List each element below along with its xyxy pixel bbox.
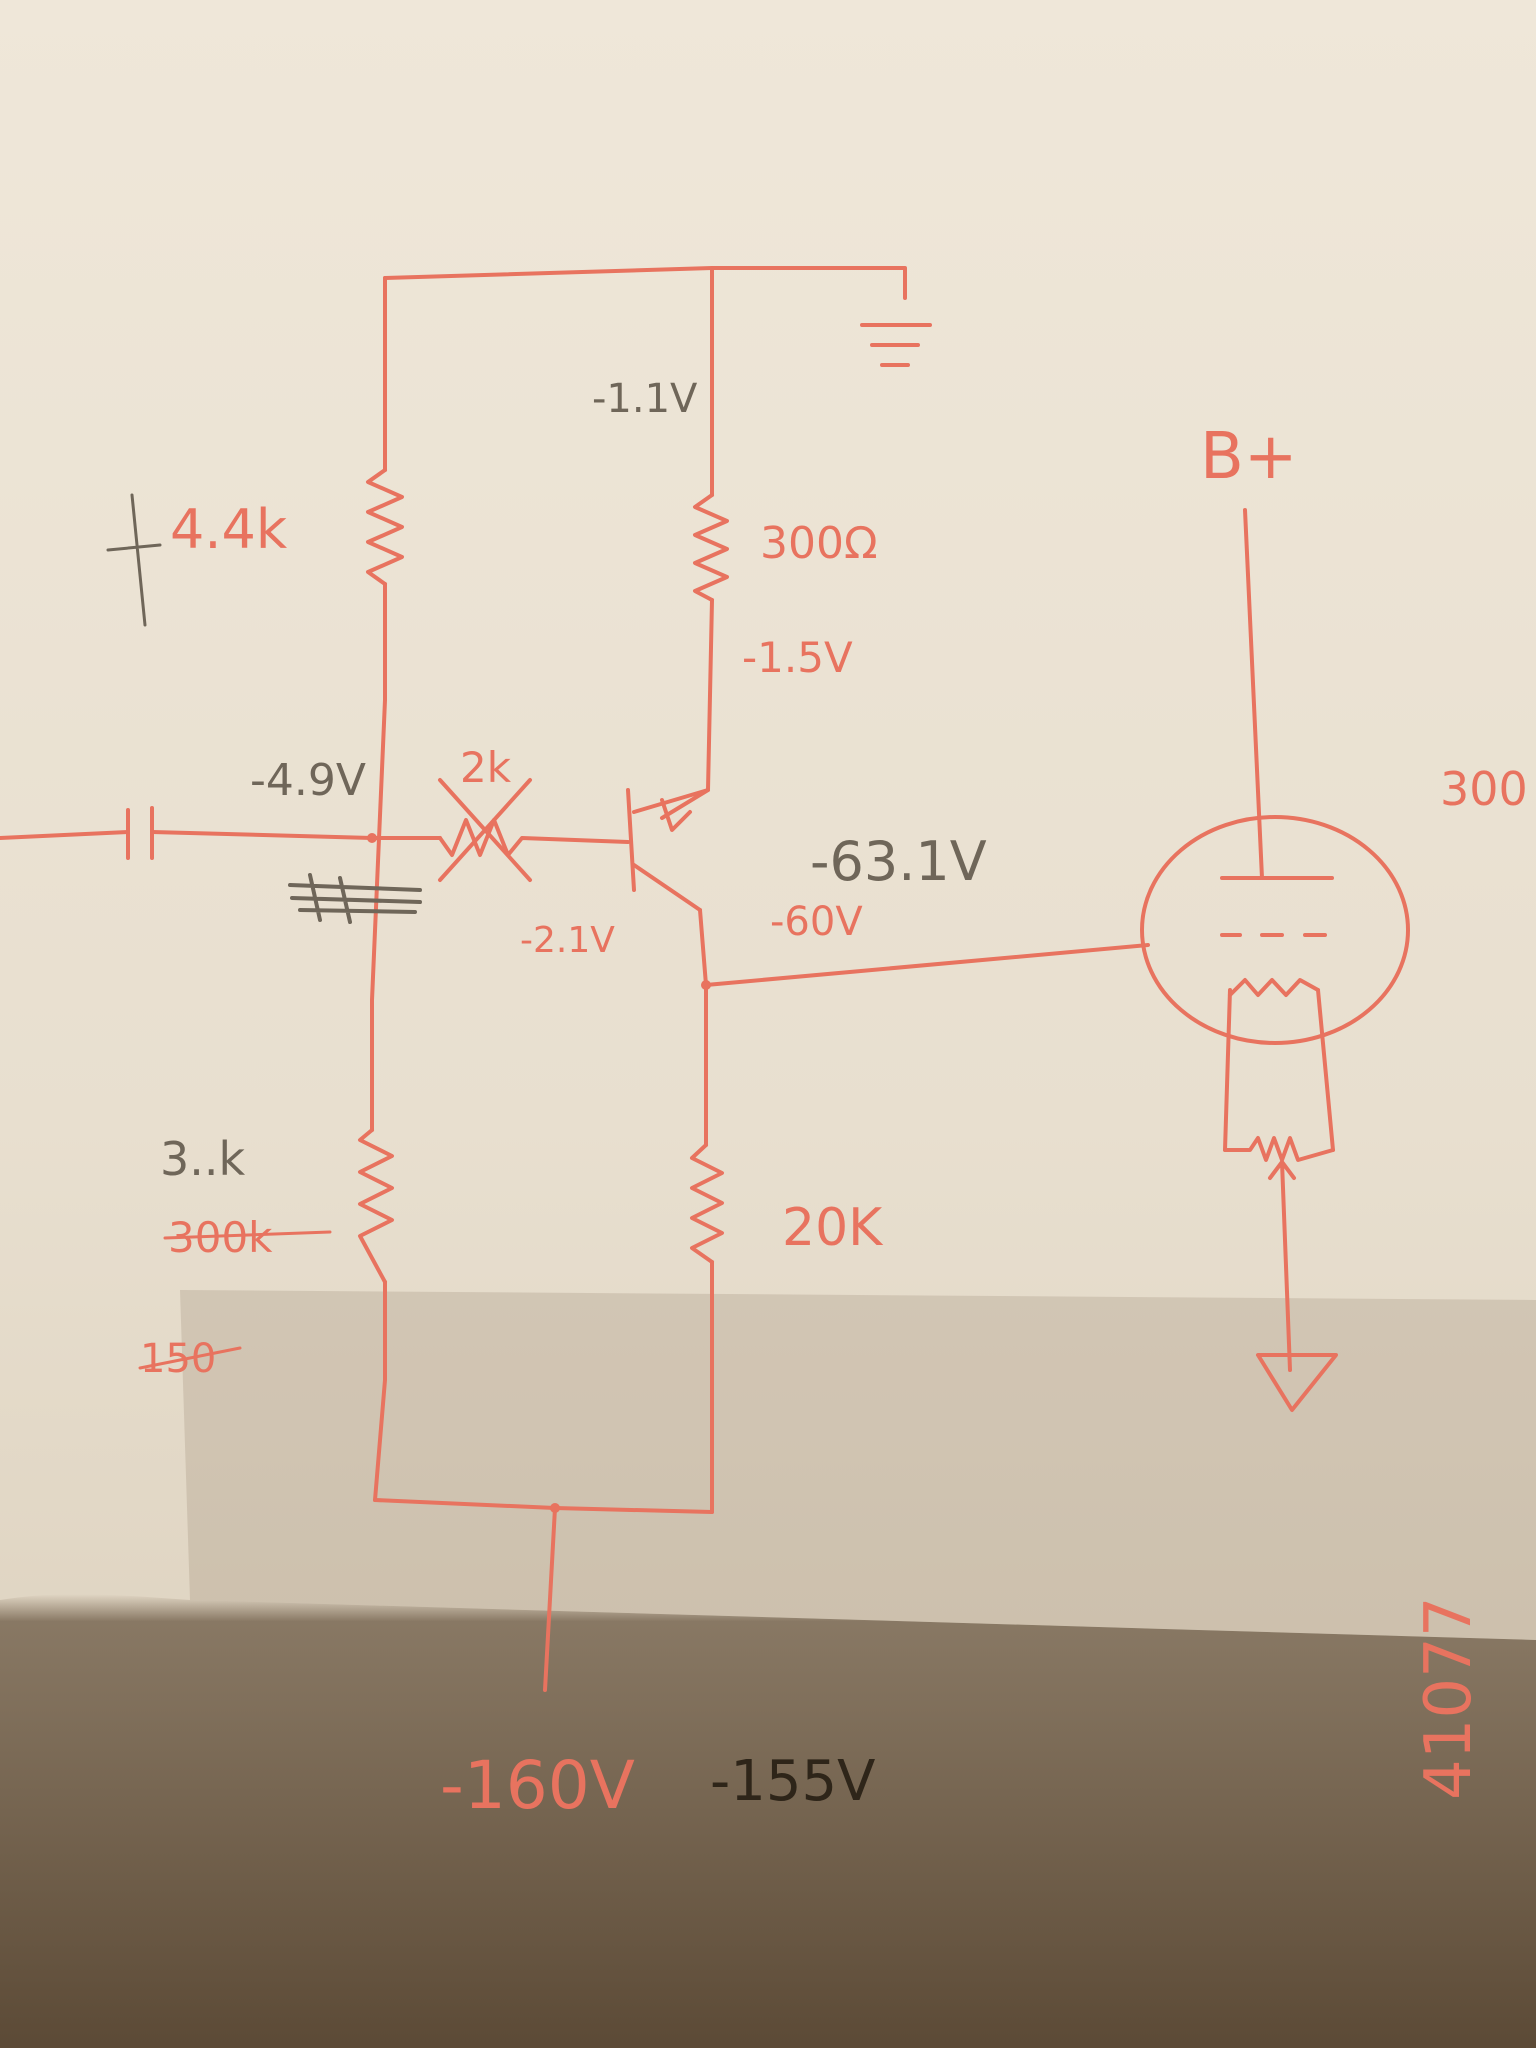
label-v-supply-dark: -155V [710,1749,875,1814]
resistor-r4 [690,1143,724,1264]
tube-plate-lead [1243,508,1264,880]
node-dot-base [367,833,377,843]
label-r2-value-dark: 3..k [160,1132,246,1186]
label-v-collector-dark: -63.1V [810,830,987,893]
resistor-r3 [693,493,729,602]
tube-heater-leads [1223,988,1335,1152]
resistor-r2 [358,1128,394,1284]
node-dot-supply [550,1503,560,1513]
cathode-resistor [1223,1136,1335,1162]
label-tube-supply: B+ [1200,420,1298,494]
left-wire-lower [373,1280,387,1502]
label-r1-value: 4.4k [170,498,288,561]
strike-mark-300k [163,1230,332,1240]
label-edge-note-top: 300 [1440,762,1528,816]
label-v-collector-red: -60V [770,899,863,945]
node-dot-collector [701,980,711,990]
strike-mark-bottom-left [138,1346,242,1370]
resistor-r-base [438,818,630,857]
label-edge-note-side: 41077 [1412,1596,1486,1800]
ground-triangle [1256,1353,1338,1412]
label-v-base-old: -2.1V [520,920,615,961]
label-r2-value-red: 300k [168,1213,273,1262]
vacuum-tube-envelope [1140,815,1410,1045]
label-v-base-node: -4.9V [250,755,366,806]
transistor-arrow [660,798,692,832]
shadow-soft-edge [180,1290,1536,1640]
grid-wire [704,943,1150,987]
tube-heater [1228,978,1320,997]
label-r-base-value: 2k [460,743,512,792]
transistor-emitter-leg [632,788,710,814]
input-wire [0,830,130,840]
label-v-supply-red: -160V [440,1747,635,1824]
label-r3-value: 300Ω [760,518,878,569]
transistor-collector-leg [632,863,702,912]
supply-lead [543,1506,557,1692]
label-v-emitter: -1.5V [742,633,853,682]
label-r2-extra: 150 [140,1336,216,1382]
resistor-r1 [366,468,404,586]
scribble-dark-left [288,873,422,924]
top-wire [383,266,907,300]
label-r4-value: 20K [782,1198,884,1258]
wiper-arrow [1268,1160,1296,1372]
strike-mark-top-left [106,493,162,627]
ground-symbol [860,323,932,367]
crossout-r-base [438,778,532,882]
left-wire-mid [370,582,387,1132]
label-v-top-right: -1.1V [592,376,698,422]
hand-shadow [0,1594,1536,2048]
transistor-base-bar [626,788,636,892]
